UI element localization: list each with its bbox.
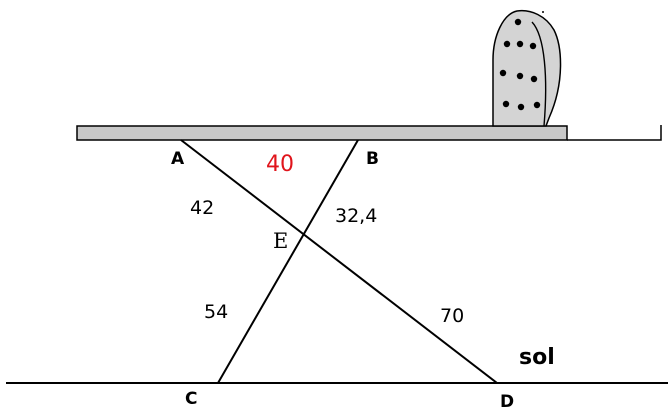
length-AB: 40 xyxy=(266,152,294,177)
point-label-A: A xyxy=(171,149,185,169)
length-BE: 32,4 xyxy=(335,205,377,227)
ironing-board xyxy=(76,125,568,141)
length-ED: 70 xyxy=(440,305,464,327)
length-EC: 54 xyxy=(204,301,228,323)
board-rest-bracket xyxy=(567,125,662,141)
point-label-C: C xyxy=(185,389,197,409)
clothes-iron-icon xyxy=(492,9,562,127)
segment-BC xyxy=(217,139,359,384)
length-AE: 42 xyxy=(190,197,214,219)
point-label-D: D xyxy=(500,392,514,410)
segment-AD xyxy=(180,139,498,384)
point-label-E: E xyxy=(273,229,288,253)
point-label-B: B xyxy=(366,149,379,169)
ground-label: sol xyxy=(519,345,555,370)
